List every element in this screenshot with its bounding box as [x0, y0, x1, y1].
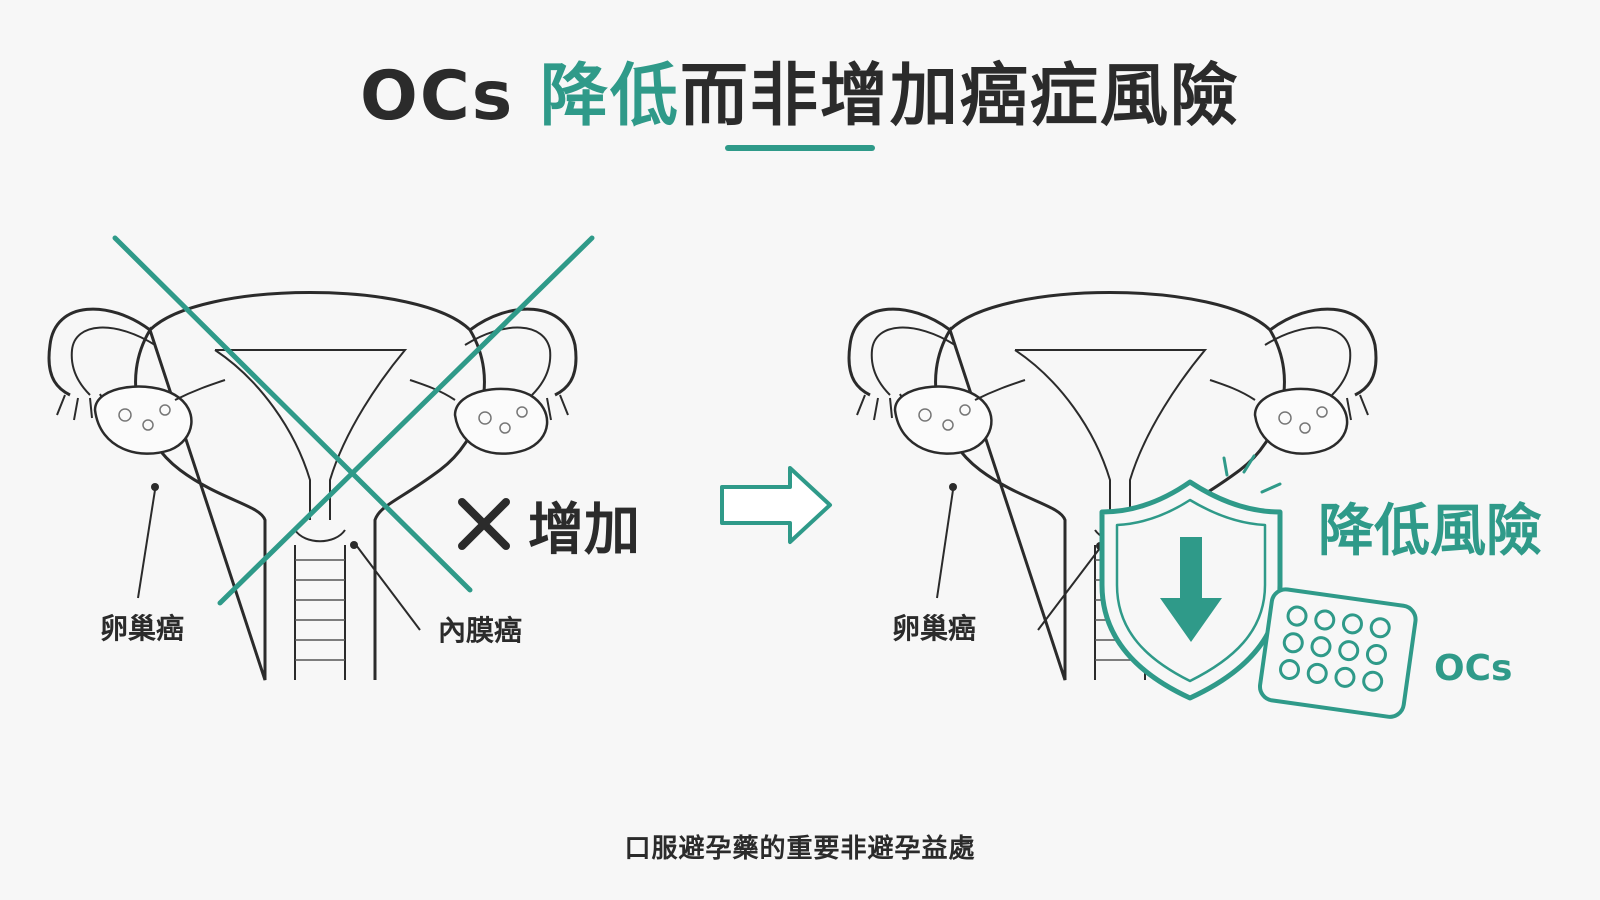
right-ovarian-label: 卵巢癌: [892, 612, 976, 645]
title-underline: [725, 145, 875, 151]
pill-pack-icon: [1257, 587, 1418, 719]
left-endometrial-leader: [355, 544, 421, 631]
left-ovarian-leader: [137, 489, 156, 599]
title-highlight: 降低: [539, 57, 680, 136]
emphasis-marks: [1222, 454, 1282, 494]
cross-out-overlay: [112, 235, 595, 606]
left-endometrial-label: 內膜癌: [438, 614, 522, 647]
left-endometrial-marker: [350, 541, 358, 549]
right-ovarian-marker: [949, 483, 957, 491]
increase-label: 增加: [528, 498, 640, 563]
reduce-risk-label: 降低風險: [1318, 499, 1542, 564]
down-arrow-icon: [1160, 537, 1222, 642]
left-ovarian-marker: [151, 483, 159, 491]
right-leader-line: [1037, 547, 1101, 631]
pill-label: OCs: [1434, 648, 1512, 689]
title-prefix: OCs: [360, 57, 540, 136]
right-arrow-icon: [720, 466, 832, 544]
title-suffix: 而非增加癌症風險: [679, 57, 1240, 136]
footer-caption: 口服避孕藥的重要非避孕益處: [624, 834, 976, 864]
left-ovarian-label: 卵巢癌: [100, 612, 184, 645]
page-title: OCs 降低而非增加癌症風險: [0, 40, 1600, 139]
right-ovarian-leader: [936, 489, 954, 599]
cross-icon: [458, 498, 510, 550]
